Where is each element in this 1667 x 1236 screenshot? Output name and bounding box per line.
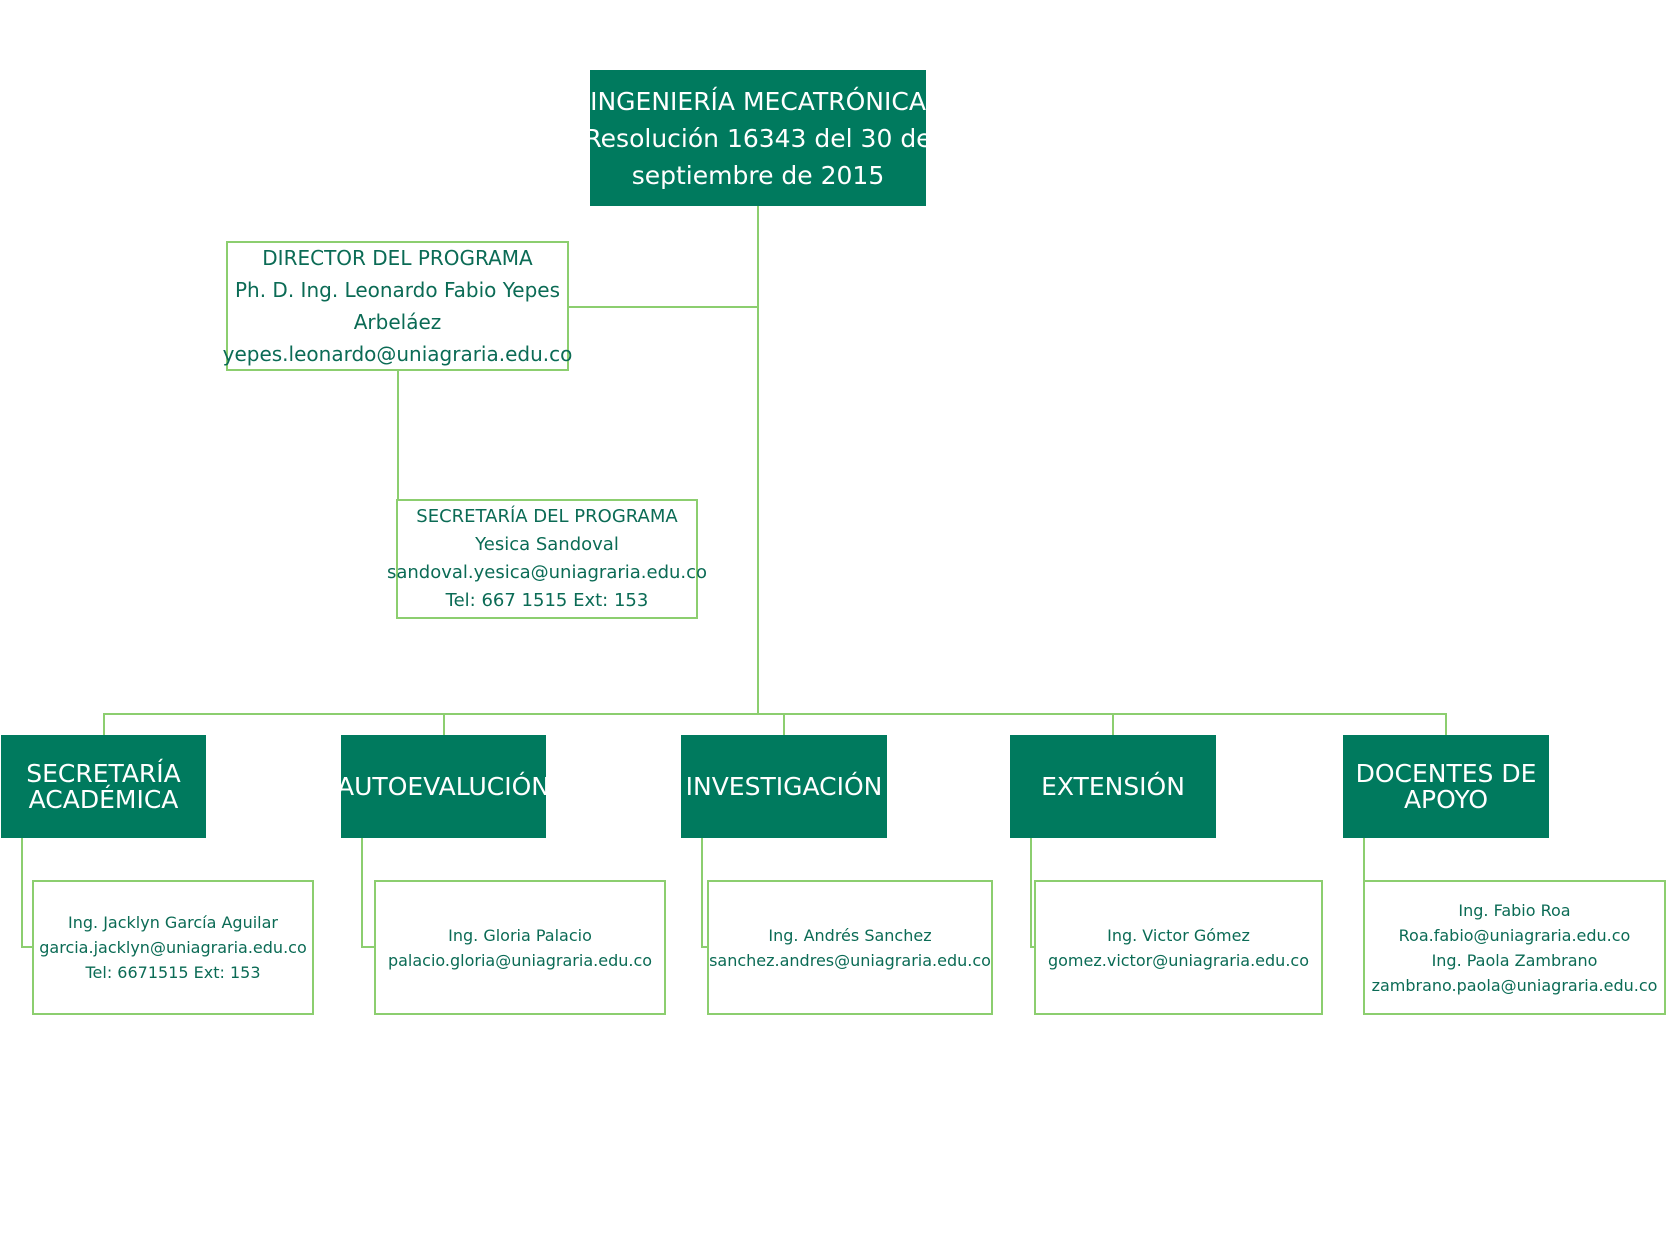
dept-investigacion: INVESTIGACIÓN [681, 735, 887, 838]
director-email: yepes.leonardo@uniagraria.edu.co [222, 342, 573, 366]
program-box: INGENIERÍA MECATRÓNICA Resolución 16343 … [584, 70, 932, 206]
staff-box-extension: Ing. Victor Gómez gomez.victor@uniagrari… [1034, 880, 1323, 1015]
connector-dept-5 [1445, 713, 1447, 735]
staff-name: Ing. Fabio Roa [1458, 900, 1571, 920]
connector-dept-4 [1112, 713, 1114, 735]
secretary-name: Yesica Sandoval [475, 534, 619, 555]
director-box: DIRECTOR DEL PROGRAMA Ph. D. Ing. Leonar… [223, 241, 572, 371]
director-name-line2: Arbeláez [353, 310, 442, 334]
connector-dept-2 [443, 713, 445, 735]
dept-title-line: INVESTIGACIÓN [685, 771, 883, 801]
staff-name: Ing. Gloria Palacio [448, 925, 592, 945]
connector-staff-3-h [701, 946, 709, 948]
dept-autoevaluacion: AUTOEVALUCIÓN [337, 735, 550, 838]
dept-title-line: EXTENSIÓN [1041, 771, 1185, 801]
dept-title-line: ACADÉMICA [28, 784, 179, 814]
director-name-line1: Ph. D. Ing. Leonardo Fabio Yepes [234, 278, 561, 302]
connector-departments-bus [103, 713, 1447, 715]
dept-docentes-apoyo: DOCENTES DE APOYO [1343, 735, 1549, 838]
dept-title-line: SECRETARÍA [26, 758, 181, 788]
connector-staff-4-h [1030, 946, 1036, 948]
staff-name: Ing. Andrés Sanchez [768, 925, 932, 945]
dept-extension: EXTENSIÓN [1010, 735, 1216, 838]
dept-title-line: AUTOEVALUCIÓN [337, 771, 550, 801]
connector-staff-1-h [21, 946, 34, 948]
staff-box-investigacion: Ing. Andrés Sanchez sanchez.andres@uniag… [707, 880, 993, 1015]
connector-staff-3-v [701, 838, 703, 948]
connector-staff-4-v [1030, 838, 1032, 948]
staff-name: Ing. Paola Zambrano [1431, 950, 1598, 970]
secretary-phone: Tel: 667 1515 Ext: 153 [445, 590, 649, 611]
staff-email: gomez.victor@uniagraria.edu.co [1047, 950, 1309, 970]
connector-top-vertical [757, 206, 759, 715]
dept-title-line: DOCENTES DE [1355, 758, 1537, 788]
staff-email: Roa.fabio@uniagraria.edu.co [1398, 925, 1631, 945]
connector-staff-1-v [21, 838, 23, 948]
secretary-email: sandoval.yesica@uniagraria.edu.co [386, 562, 708, 583]
program-title: INGENIERÍA MECATRÓNICA [590, 86, 926, 116]
staff-phone: Tel: 6671515 Ext: 153 [85, 963, 261, 982]
connector-director [569, 306, 759, 308]
connector-dept-3 [783, 713, 785, 735]
staff-email: garcia.jacklyn@uniagraria.edu.co [39, 938, 307, 957]
staff-box-docentes-apoyo: Ing. Fabio Roa Roa.fabio@uniagraria.edu.… [1363, 880, 1666, 1015]
connector-dept-1 [103, 713, 105, 735]
program-resolution-line1: Resolución 16343 del 30 de [584, 123, 932, 153]
staff-name: Ing. Victor Gómez [1107, 925, 1250, 945]
connector-staff-2-h [361, 946, 376, 948]
secretary-box: SECRETARÍA DEL PROGRAMA Yesica Sandoval … [387, 499, 707, 619]
program-resolution-line2: septiembre de 2015 [631, 160, 885, 190]
staff-email: zambrano.paola@uniagraria.edu.co [1371, 975, 1658, 995]
staff-box-autoevaluacion: Ing. Gloria Palacio palacio.gloria@uniag… [374, 880, 666, 1015]
secretary-role: SECRETARÍA DEL PROGRAMA [416, 506, 678, 527]
staff-email: sanchez.andres@uniagraria.edu.co [709, 950, 991, 970]
dept-title-line: APOYO [1403, 784, 1489, 814]
staff-email: palacio.gloria@uniagraria.edu.co [387, 950, 653, 970]
connector-staff-2-v [361, 838, 363, 948]
connector-director-down [397, 371, 399, 502]
staff-box-secretaria-academica: Ing. Jacklyn García Aguilar garcia.jackl… [32, 880, 314, 1015]
dept-secretaria-academica: SECRETARÍA ACADÉMICA [1, 735, 206, 838]
staff-name: Ing. Jacklyn García Aguilar [68, 913, 278, 932]
director-role: DIRECTOR DEL PROGRAMA [262, 246, 533, 270]
